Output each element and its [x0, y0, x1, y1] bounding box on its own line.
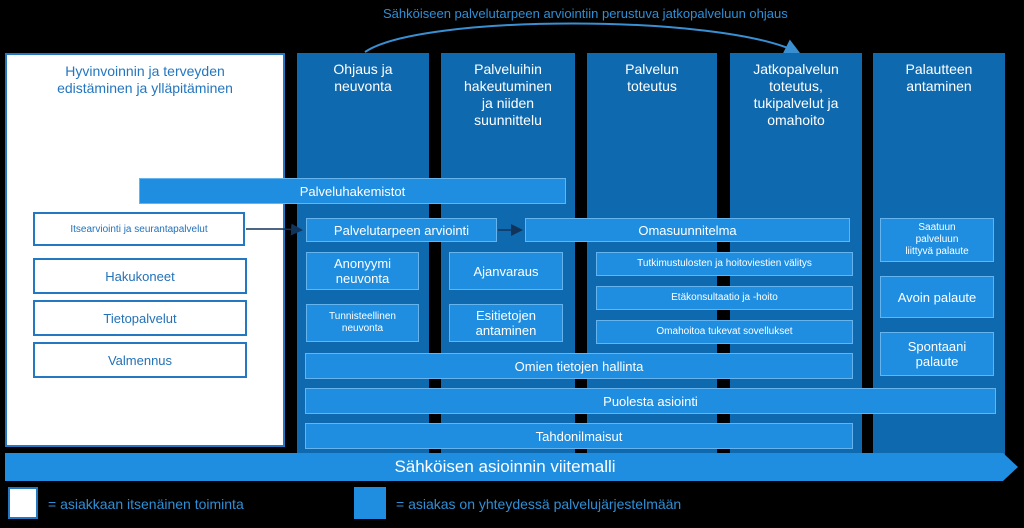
- box-etakonsultaatio: Etäkonsultaatio ja -hoito: [596, 286, 853, 310]
- legend-blue-swatch: [354, 487, 386, 519]
- column-title: Jatkopalvelun toteutus, tukipalvelut ja …: [753, 61, 839, 128]
- item-hakukoneet: Hakukoneet: [33, 258, 247, 294]
- column-title: Palveluihin hakeutuminen ja niiden suunn…: [464, 61, 552, 128]
- box-esitietojen-antaminen: Esitietojen antaminen: [449, 304, 563, 342]
- box-omahoitoa: Omahoitoa tukevat sovellukset: [596, 320, 853, 344]
- banner-title: Sähköisen asioinnin viitemalli: [394, 457, 616, 476]
- box-ajanvaraus: Ajanvaraus: [449, 252, 563, 290]
- top-note: Sähköiseen palvelutarpeen arviointiin pe…: [383, 6, 788, 21]
- banner-arrow: [5, 453, 1018, 481]
- left-panel: Hyvinvoinnin ja terveyden edistäminen ja…: [5, 53, 285, 447]
- item-valmennus: Valmennus: [33, 342, 247, 378]
- box-palvelutarpeen-arviointi: Palvelutarpeen arviointi: [306, 218, 497, 242]
- bar-palveluhakemistot: Palveluhakemistot: [139, 178, 566, 204]
- legend-white-label: = asiakkaan itsenäinen toiminta: [48, 496, 244, 512]
- column-title: Palvelun toteutus: [625, 61, 679, 94]
- item-itsearviointi: Itsearviointi ja seurantapalvelut: [33, 212, 245, 246]
- bar-tahdonilmaisut: Tahdonilmaisut: [305, 423, 853, 449]
- box-tutkimustulosten: Tutkimustulosten ja hoitoviestien välity…: [596, 252, 853, 276]
- arrow-itsearviointi-to-arviointi: [246, 223, 303, 236]
- legend-blue-label: = asiakas on yhteydessä palvelujärjestel…: [396, 496, 682, 512]
- bar-puolesta-asiointi: Puolesta asiointi: [305, 388, 996, 414]
- box-omasuunnitelma: Omasuunnitelma: [525, 218, 850, 242]
- legend-white-swatch: [8, 487, 38, 519]
- bar-omien-tietojen-hallinta: Omien tietojen hallinta: [305, 353, 853, 379]
- box-avoin-palaute: Avoin palaute: [880, 276, 994, 318]
- column-title: Ohjaus ja neuvonta: [333, 61, 393, 94]
- box-anonyymi-neuvonta: Anonyymi neuvonta: [306, 252, 419, 290]
- left-panel-title: Hyvinvoinnin ja terveyden edistäminen ja…: [57, 63, 233, 96]
- column-title: Palautteen antaminen: [905, 61, 973, 94]
- item-tietopalvelut: Tietopalvelut: [33, 300, 247, 336]
- box-spontaani-palaute: Spontaani palaute: [880, 332, 994, 376]
- box-tunnisteellinen-neuvonta: Tunnisteellinen neuvonta: [306, 304, 419, 342]
- curved-arrow: [364, 22, 801, 54]
- box-saatuun-palveluun: Saatuun palveluun liittyvä palaute: [880, 218, 994, 262]
